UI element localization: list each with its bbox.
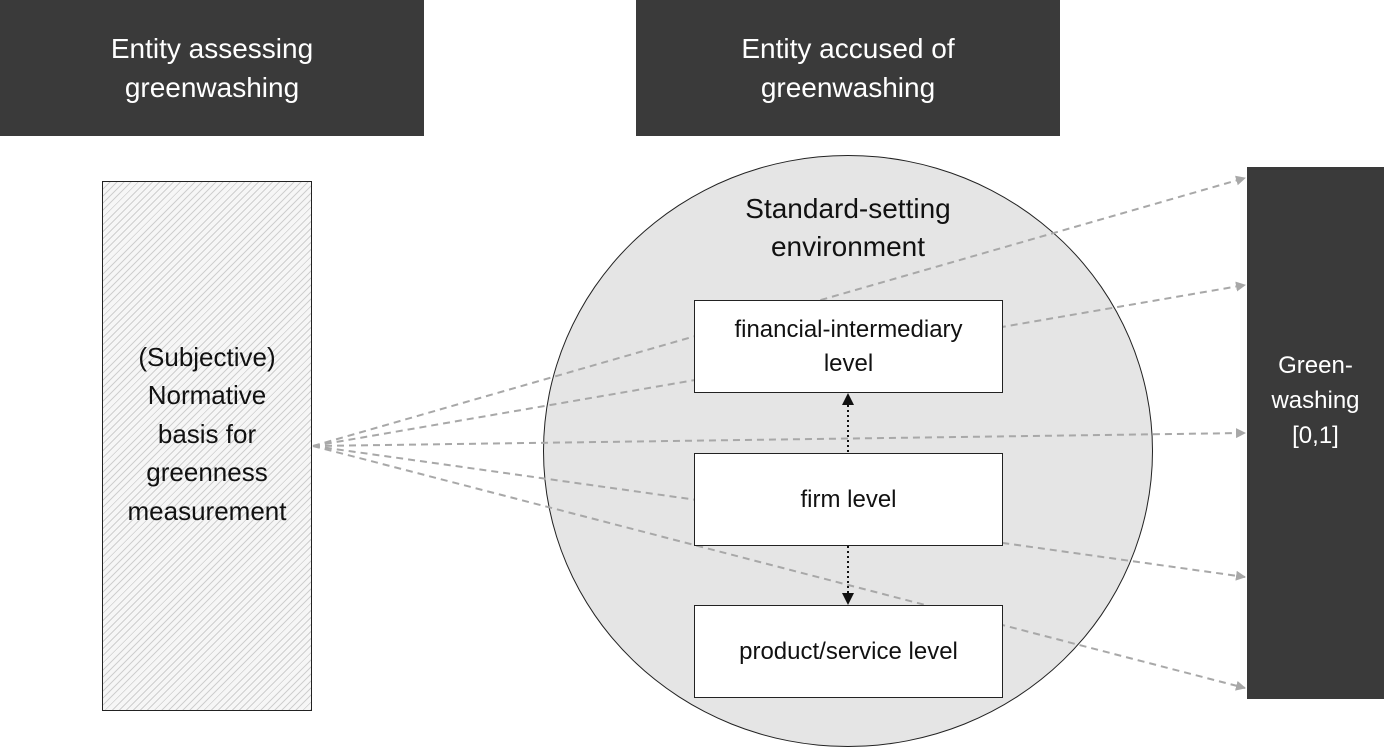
firm-level-label: firm level [800, 485, 897, 513]
greenwashing-output-label: Green- washing [0,1] [1271, 352, 1360, 449]
environment-title: Standard-setting environment [745, 193, 951, 262]
product-service-level-box: product/service level [694, 605, 1003, 698]
header-entity-assessing-label: Entity assessing greenwashing [110, 33, 314, 103]
financial-intermediary-level-label: financial-intermediary level [734, 315, 963, 377]
dashed-arrow-to-greenwashing-5 [312, 445, 1246, 691]
greenwashing-output-bar: Green- washing [0,1] [1247, 167, 1384, 699]
product-service-level-label: product/service level [739, 637, 958, 665]
header-entity-assessing: Entity assessing greenwashing [0, 0, 424, 136]
normative-basis-box: (Subjective) Normative basis for greenne… [102, 181, 312, 711]
financial-intermediary-level-box: financial-intermediary level [694, 300, 1003, 393]
header-entity-accused-label: Entity accused of greenwashing [741, 33, 955, 103]
normative-basis-label: (Subjective) Normative basis for greenne… [127, 341, 287, 526]
header-entity-accused: Entity accused of greenwashing [636, 0, 1060, 136]
firm-level-box: firm level [694, 453, 1003, 546]
